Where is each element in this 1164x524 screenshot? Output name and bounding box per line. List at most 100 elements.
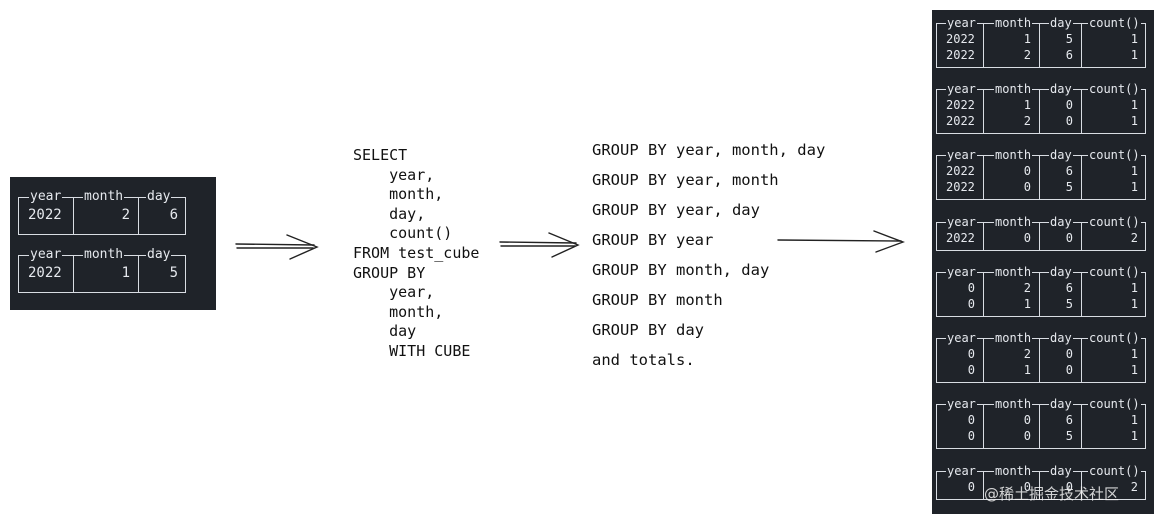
table-cell: 1 — [1023, 98, 1031, 112]
table-cell: 5 — [1065, 297, 1073, 311]
table-cell: 2022 — [946, 180, 975, 194]
table-cell: 0 — [1065, 114, 1073, 128]
table-cell: 1 — [1130, 347, 1138, 361]
table-cell: 2022 — [946, 48, 975, 62]
column-header: count() — [1088, 16, 1141, 30]
column-header: day — [1049, 148, 1073, 162]
grouping-set-line: GROUP BY year, month — [592, 171, 779, 189]
table-cell: 1 — [1130, 297, 1138, 311]
table-cell: 6 — [1065, 48, 1073, 62]
arrow-sql-to-groupings — [499, 232, 580, 258]
column-header: count() — [1088, 464, 1141, 478]
column-header: day — [1049, 331, 1073, 345]
table-cell: 1 — [1130, 98, 1138, 112]
column-header: year — [29, 247, 63, 262]
table-cell: 1 — [1130, 363, 1138, 377]
table-cell: 2 — [1023, 281, 1031, 295]
column-header: day — [1049, 16, 1073, 30]
column-header: month — [994, 265, 1033, 279]
arrow-groupings-to-results — [777, 230, 905, 253]
table-cell: 2022 — [946, 164, 975, 178]
table-cell: 5 — [1065, 180, 1073, 194]
column-header: year — [946, 331, 977, 345]
table-cell: 6 — [1065, 164, 1073, 178]
table-cell: 0 — [967, 347, 975, 361]
table-cell: 5 — [1065, 429, 1073, 443]
table-cell: 2022 — [946, 32, 975, 46]
column-header: day — [1049, 464, 1073, 478]
table-cell: 2 — [1130, 231, 1138, 245]
table-cell: 0 — [1023, 429, 1031, 443]
table-cell: 1 — [1130, 164, 1138, 178]
watermark: @稀土掘金技术社区 — [984, 485, 1120, 503]
column-header: year — [946, 215, 977, 229]
column-header: count() — [1088, 331, 1141, 345]
table-cell: 1 — [1130, 281, 1138, 295]
table-cell: 0 — [1023, 413, 1031, 427]
table-cell: 5 — [1065, 32, 1073, 46]
table-cell: 0 — [1065, 480, 1073, 494]
table-cell: 2022 — [946, 231, 975, 245]
column-header: count() — [1088, 215, 1141, 229]
table-cell: 0 — [1065, 231, 1073, 245]
table-cell: 6 — [1065, 413, 1073, 427]
grouping-set-line: and totals. — [592, 351, 695, 369]
column-header: month — [994, 397, 1033, 411]
column-header: month — [994, 464, 1033, 478]
column-header: year — [946, 16, 977, 30]
column-header: day — [1049, 215, 1073, 229]
grouping-set-line: GROUP BY year, month, day — [592, 141, 826, 159]
grouping-set-line: GROUP BY year, day — [592, 201, 760, 219]
table-cell: 0 — [967, 281, 975, 295]
table-cell: 2 — [121, 207, 130, 223]
column-header: count() — [1088, 82, 1141, 96]
column-header: day — [146, 247, 172, 262]
table-cell: 2022 — [28, 207, 62, 223]
table-cell: 2 — [1023, 48, 1031, 62]
table-cell: 2 — [1023, 114, 1031, 128]
grouping-set-line: GROUP BY month — [592, 291, 723, 309]
column-header: day — [1049, 82, 1073, 96]
table-cell: 1 — [1023, 297, 1031, 311]
table-cell: 0 — [967, 413, 975, 427]
table-cell: 1 — [1130, 413, 1138, 427]
column-header: year — [946, 82, 977, 96]
table-cell: 0 — [1065, 98, 1073, 112]
table-cell: 1 — [1130, 32, 1138, 46]
column-header: month — [994, 331, 1033, 345]
column-header: day — [1049, 397, 1073, 411]
table-cell: 2022 — [28, 265, 62, 281]
column-header: year — [946, 397, 977, 411]
table-cell: 0 — [1023, 180, 1031, 194]
column-header: year — [29, 189, 63, 204]
column-header: month — [83, 247, 125, 262]
table-cell: 1 — [1023, 32, 1031, 46]
table-cell: 0 — [1023, 480, 1031, 494]
column-header: day — [146, 189, 172, 204]
table-cell: 0 — [1023, 164, 1031, 178]
column-header: count() — [1088, 148, 1141, 162]
table-cell: 2 — [1130, 480, 1138, 494]
table-cell: 6 — [1065, 281, 1073, 295]
table-cell: 5 — [169, 265, 178, 281]
sql-query: SELECT year, month, day, count() FROM te… — [353, 146, 480, 360]
column-header: year — [946, 464, 977, 478]
table-cell: 1 — [1023, 363, 1031, 377]
table-cell: 0 — [967, 297, 975, 311]
table-cell: 0 — [1065, 347, 1073, 361]
table-cell: 1 — [121, 265, 130, 281]
grouping-set-line: GROUP BY month, day — [592, 261, 770, 279]
column-header: day — [1049, 265, 1073, 279]
column-header: month — [83, 189, 125, 204]
table-cell: 0 — [967, 429, 975, 443]
table-cell: 1 — [1130, 48, 1138, 62]
column-header: month — [994, 215, 1033, 229]
grouping-set-line: GROUP BY day — [592, 321, 704, 339]
table-cell: 0 — [1065, 363, 1073, 377]
table-cell: 2022 — [946, 98, 975, 112]
column-header: count() — [1088, 265, 1141, 279]
table-cell: 0 — [1023, 231, 1031, 245]
table-cell: 0 — [967, 480, 975, 494]
